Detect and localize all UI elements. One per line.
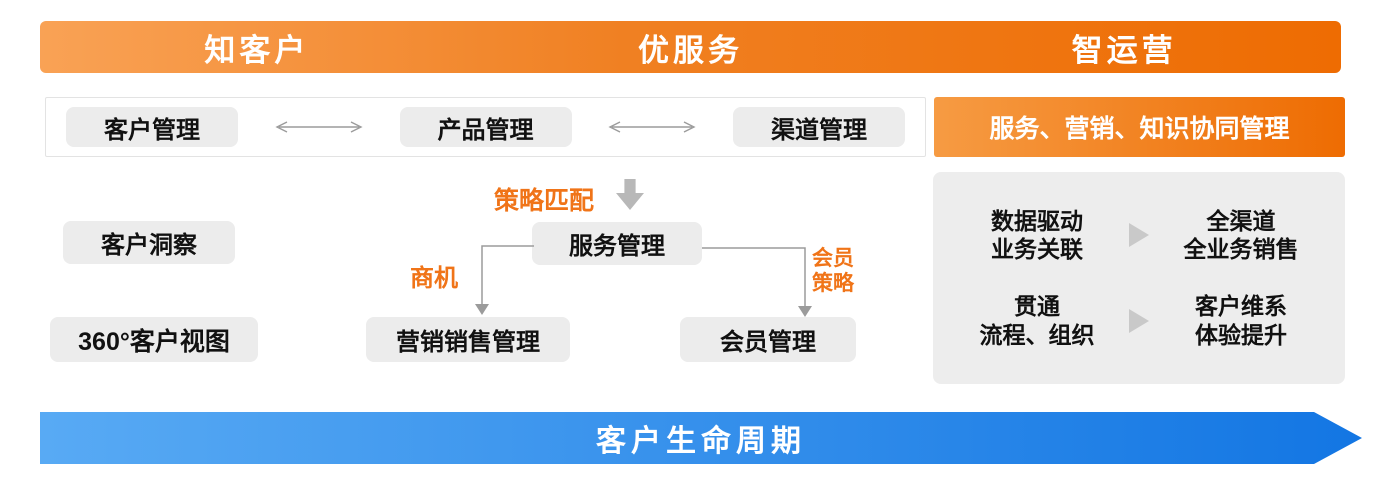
- panel-text-customer-retention: 客户维系 体验提升: [1195, 293, 1287, 348]
- box-member-management: 会员管理: [680, 317, 856, 362]
- double-arrow-icon: [608, 121, 696, 133]
- top-banner: 知客户 优服务 智运营: [40, 21, 1341, 73]
- panel-row-process: 贯通 流程、组织 客户维系 体验提升: [947, 292, 1331, 350]
- management-row: 客户管理 产品管理 渠道管理: [45, 97, 926, 157]
- box-customer-insight: 客户洞察: [63, 221, 235, 264]
- down-arrowhead-icon: [475, 304, 489, 315]
- panel-row-data-driven: 数据驱动 业务关联 全渠道 全业务销售: [947, 207, 1331, 265]
- panel-text-data-driven: 数据驱动 业务关联: [991, 207, 1083, 263]
- right-triangle-icon: [1129, 223, 1149, 248]
- elbow-connector-right: [702, 247, 806, 306]
- banner-label-smart-operation: 智运营: [1071, 32, 1177, 68]
- box-channel-management: 渠道管理: [733, 107, 905, 147]
- elbow-connector-left: [481, 245, 534, 304]
- box-customer-management: 客户管理: [66, 107, 238, 147]
- banner-section-smart-operation: 智运营: [907, 21, 1341, 73]
- down-block-arrow-icon: [616, 179, 644, 210]
- banner-label-know-customer: 知客户: [204, 32, 310, 68]
- banner-section-good-service: 优服务: [474, 21, 908, 73]
- box-customer-view-360: 360°客户视图: [50, 317, 258, 362]
- box-service-management: 服务管理: [532, 222, 702, 265]
- down-arrowhead-icon: [798, 306, 812, 317]
- flow-connectors: [475, 245, 812, 317]
- operation-benefits-panel: 数据驱动 业务关联 全渠道 全业务销售 贯通 流程、组织 客户维系 体验提升: [933, 172, 1345, 384]
- banner-section-know-customer: 知客户: [40, 21, 474, 73]
- member-strategy-label: 会员 策略: [812, 247, 854, 296]
- box-collaborative-management: 服务、营销、知识协同管理: [934, 97, 1345, 157]
- banner-label-good-service: 优服务: [638, 32, 743, 68]
- box-marketing-sales-management: 营销销售管理: [366, 317, 570, 362]
- panel-text-process-org: 贯通 流程、组织: [979, 293, 1095, 348]
- opportunity-label: 商机: [410, 265, 458, 292]
- strategy-match-label: 策略匹配: [494, 187, 595, 215]
- right-triangle-icon: [1129, 308, 1149, 333]
- double-arrow-icon: [275, 121, 363, 133]
- panel-text-omni-channel: 全渠道 全业务销售: [1183, 207, 1299, 263]
- customer-lifecycle-arrow: 客户生命周期: [40, 412, 1362, 464]
- customer-lifecycle-label: 客户生命周期: [596, 425, 806, 458]
- box-product-management: 产品管理: [399, 107, 572, 147]
